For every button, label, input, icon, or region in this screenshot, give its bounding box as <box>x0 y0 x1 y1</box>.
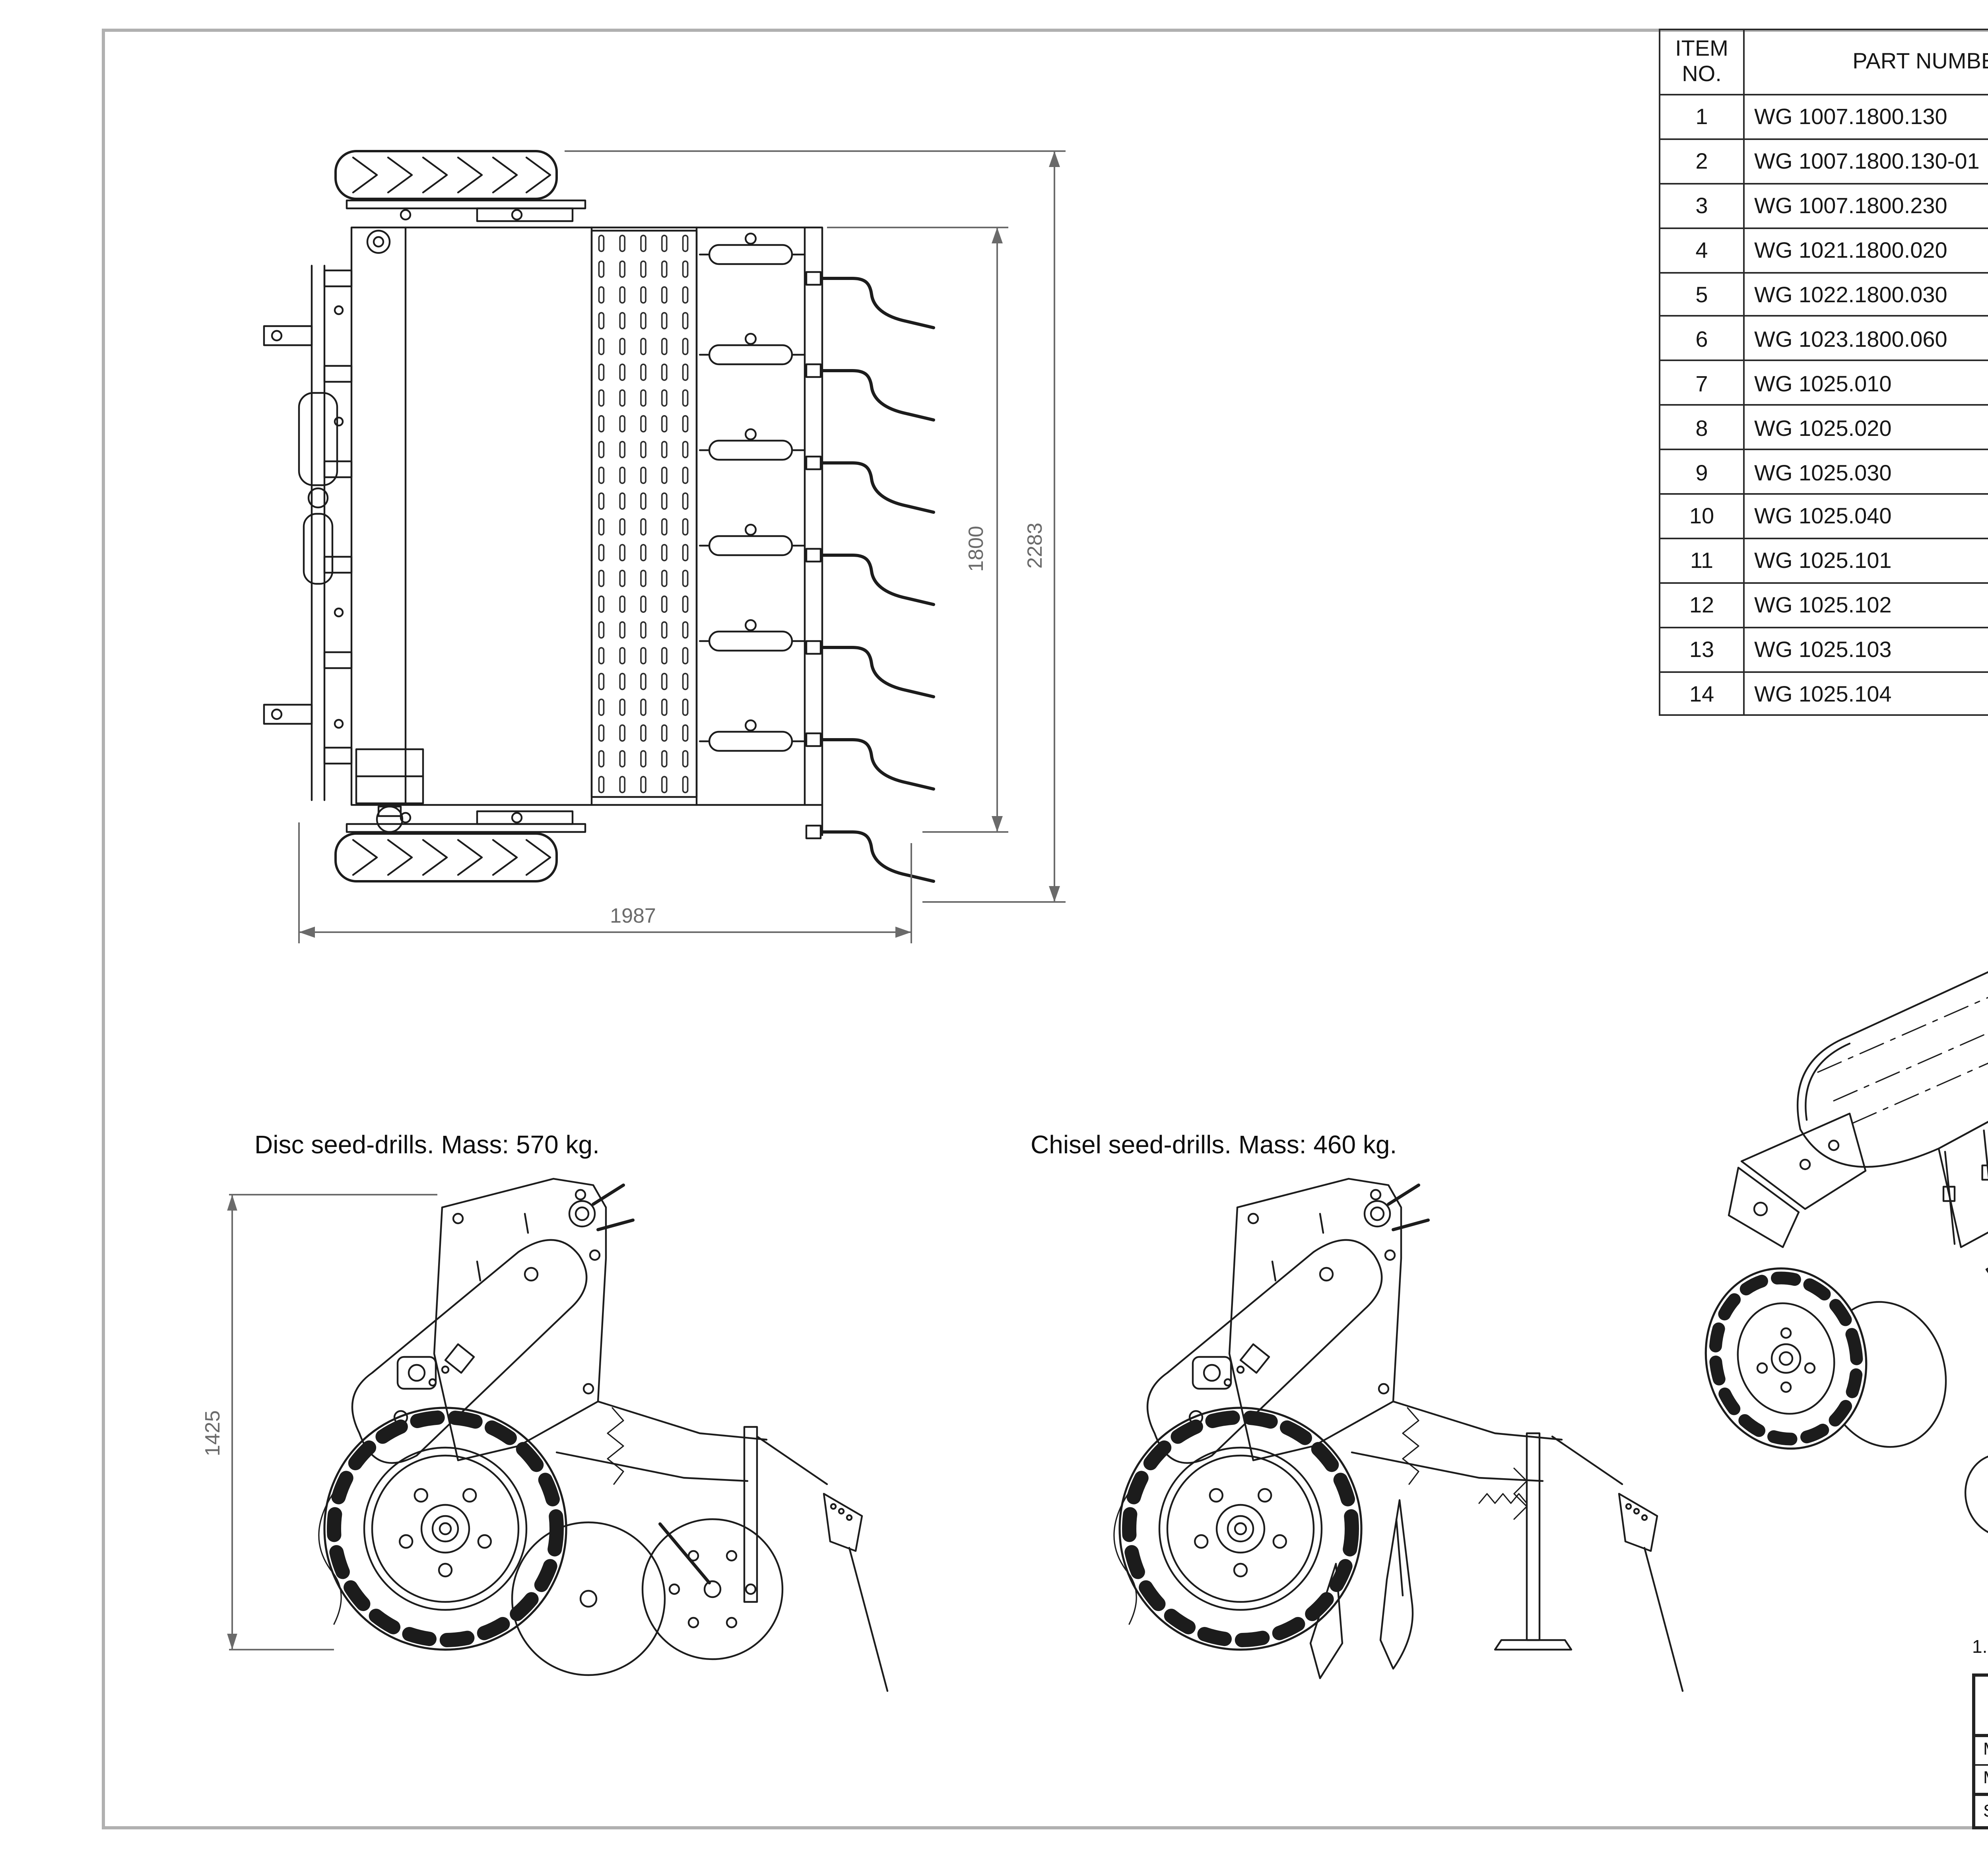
press-wheel <box>641 1518 784 1660</box>
sowing-units-row <box>1938 1121 1988 1248</box>
cell-part: WG 1025.101 <box>1743 537 1988 584</box>
trail-ripper-tines <box>822 278 934 881</box>
cell-part: WG 1023.1800.060 <box>1743 315 1988 362</box>
dim-label-1800: 1800 <box>965 526 988 572</box>
cell-item: 13 <box>1659 626 1745 672</box>
disc-view-caption: Disc seed-drills. Mass: 570 kg. <box>254 1133 600 1160</box>
chisel-view-caption: Chisel seed-drills. Mass: 460 kg. <box>1031 1133 1397 1160</box>
mass-field: Mass: 566233.59, g. <box>1975 1737 1988 1765</box>
cell-part: WG 1025.102 <box>1743 582 1988 628</box>
dimension-width: 1987 <box>298 822 912 943</box>
dim-label-1987: 1987 <box>610 904 656 927</box>
cell-item: 7 <box>1659 360 1745 406</box>
cell-item: 6 <box>1659 315 1745 362</box>
cell-item: 4 <box>1659 227 1745 273</box>
left-end-plate <box>1728 1112 1867 1248</box>
table-row: 2WG 1007.1800.130-01Sowing mechanism6 <box>1659 138 1988 185</box>
cell-item: 8 <box>1659 404 1745 451</box>
title-block: Work Gadget WG 1021.1800.000 Mass: 56623… <box>1972 1673 1988 1829</box>
scale-field: Scale: 1:20 <box>1975 1796 1988 1826</box>
walkway <box>1985 1267 1988 1273</box>
cell-part: WG 1025.103 <box>1743 626 1988 672</box>
cell-part: WG 1025.030 <box>1743 449 1988 495</box>
col-header-part-number: PART NUMBER <box>1743 29 1988 95</box>
cell-part: WG 1022.1800.030 <box>1743 271 1988 317</box>
coulter-row-iso <box>1956 1152 1988 1545</box>
hopper-box <box>1797 971 1988 1168</box>
disc-coulter-row <box>700 233 805 751</box>
table-row: 5WG 1022.1800.030Cover1 <box>1659 271 1988 317</box>
cell-item: 12 <box>1659 582 1745 628</box>
parts-table-body: 1WG 1007.1800.130Sowing mechanism62WG 10… <box>1659 94 1988 717</box>
top-tire <box>334 150 558 200</box>
cell-part: WG 1007.1800.130 <box>1743 94 1988 140</box>
cell-part: WG 1025.040 <box>1743 493 1988 539</box>
disc-coulter <box>511 1521 666 1676</box>
table-row: 1WG 1007.1800.130Sowing mechanism6 <box>1659 94 1988 140</box>
chisel-seed-drill-view <box>1113 1178 1684 1692</box>
disc-seed-drill-view: 1425 <box>201 1178 889 1692</box>
axle-assembly <box>346 199 586 833</box>
cell-part: WG 1007.1800.130-01 <box>1743 138 1988 185</box>
cell-item: 14 <box>1659 671 1745 717</box>
drive-wheel-iso <box>1705 1267 1947 1450</box>
drive-wheel <box>1118 1407 1363 1651</box>
parts-table: ITEM NO. PART NUMBER DESCRIPTION Disc/Q … <box>1659 29 1988 717</box>
cell-part: WG 1025.104 <box>1743 671 1988 717</box>
table-row: 4WG 1021.1800.020Disc frame1 <box>1659 227 1988 273</box>
hitch-and-drive-mechanism <box>263 229 424 833</box>
table-row: 8WG 1025.020Left variator1 <box>1659 404 1988 451</box>
dim-label-1425: 1425 <box>201 1410 224 1456</box>
top-view-drawing: 1800 2283 1987 <box>263 150 1066 943</box>
cell-item: 11 <box>1659 537 1745 584</box>
material-field: Material: <box>1975 1765 1988 1793</box>
isometric-view <box>1705 971 1988 1650</box>
general-note: 1. Possible dimensional deviations accor… <box>1972 1638 1988 1658</box>
hose <box>318 1407 624 1625</box>
rear-frame <box>555 1400 889 1692</box>
cell-item: 3 <box>1659 183 1745 229</box>
cell-item: 10 <box>1659 493 1745 539</box>
cell-part: WG 1021.1800.020 <box>1743 227 1988 273</box>
cell-part: WG 1025.020 <box>1743 404 1988 451</box>
cell-part: WG 1007.1800.230 <box>1743 183 1988 229</box>
machine-body <box>350 226 823 836</box>
hose <box>1113 1407 1419 1625</box>
tine-clamps <box>805 271 822 840</box>
col-header-item: ITEM NO. <box>1659 29 1745 95</box>
table-row: 9WG 1025.030Left protector1 <box>1659 449 1988 495</box>
cell-item: 1 <box>1659 94 1745 140</box>
dimension-height-inner: 1800 <box>827 227 1008 833</box>
dim-label-2283: 2283 <box>1023 523 1046 569</box>
table-row: 6WG 1023.1800.060Board1 <box>1659 315 1988 362</box>
cell-item: 5 <box>1659 271 1745 317</box>
perforated-walkway <box>590 229 698 798</box>
cell-part: WG 1025.010 <box>1743 360 1988 406</box>
table-row: 3WG 1007.1800.230Trail ripper2 <box>1659 183 1988 229</box>
dimension-height-outer: 2283 <box>565 150 1066 903</box>
drive-wheel <box>323 1407 567 1651</box>
table-row: 7WG 1025.010Right variator1 <box>1659 360 1988 406</box>
metering-arm <box>1146 1239 1383 1464</box>
company-name: Work Gadget <box>1975 1677 1988 1734</box>
sheet-border <box>102 29 1988 1829</box>
parts-table-header: ITEM NO. PART NUMBER DESCRIPTION Disc/Q … <box>1659 29 1988 95</box>
dimension-height-1425: 1425 <box>201 1194 437 1650</box>
parking-stand <box>1478 1432 1573 1651</box>
chisel-openers <box>1309 1499 1414 1679</box>
cell-item: 2 <box>1659 138 1745 185</box>
bottom-tire <box>334 832 558 882</box>
cell-item: 9 <box>1659 449 1745 495</box>
rear-frame <box>1351 1400 1684 1692</box>
